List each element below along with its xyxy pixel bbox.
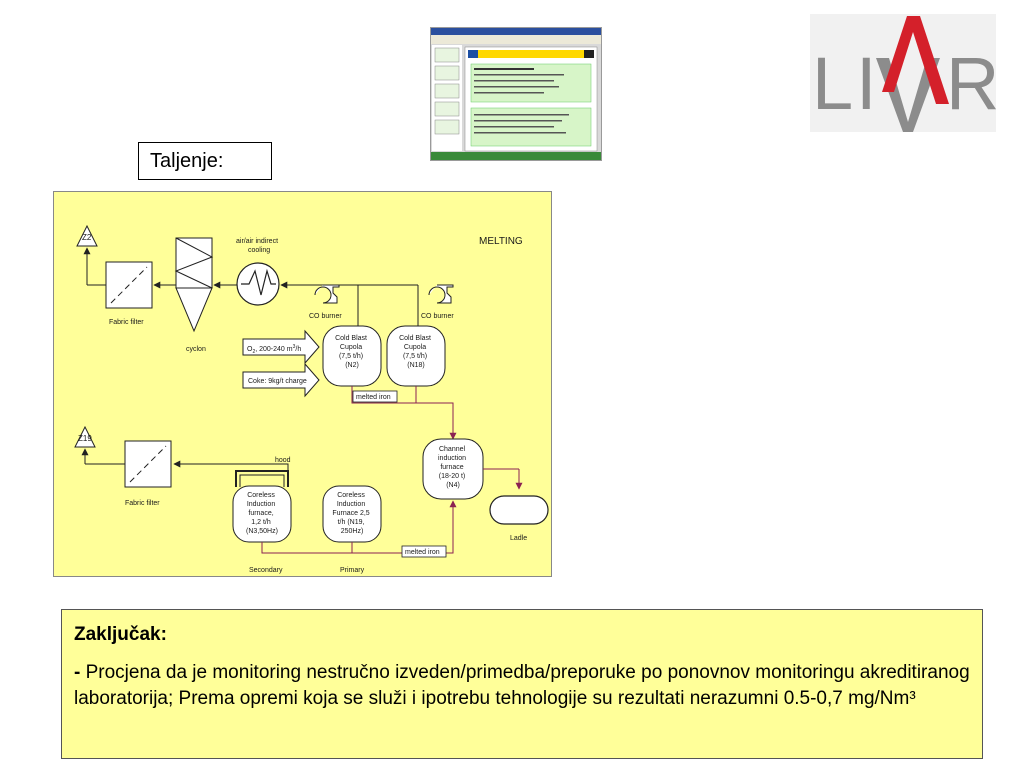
fabric-filter-bottom-label: Fabric filter: [125, 500, 160, 507]
livar-logo: L I R: [810, 14, 996, 132]
conclusion-title: Zaključak:: [74, 624, 167, 645]
conclusion-body: Procjena da je monitoring nestručno izve…: [74, 662, 970, 709]
oxygen-input-arrow: [242, 329, 320, 365]
powerpoint-screenshot-icon: [431, 28, 601, 160]
coreless-secondary-label: Coreless Induction furnace, 1,2 t/h (N3,…: [246, 492, 278, 535]
fabric-filter-top-label: Fabric filter: [109, 319, 144, 326]
cupola-n2-label: Cold Blast Cupola (7,5 t/h) (N2): [335, 335, 369, 369]
svg-text:I: I: [856, 42, 877, 125]
cyclon-icon: [175, 237, 213, 289]
melted-iron-top-label: melted iron: [356, 394, 391, 401]
co-burner-left-icon: [314, 284, 340, 304]
hood-icon: [235, 470, 289, 487]
ladle-label: Ladle: [510, 535, 527, 542]
svg-text:L: L: [812, 42, 853, 125]
channel-furnace-label: Channel induction furnace (18-20 t) (N4): [438, 446, 468, 489]
cooling-label-line1: air/air indirect: [236, 238, 278, 245]
cupola-n18-label: Cold Blast Cupola (7,5 t/h) (N18): [399, 335, 433, 369]
secondary-label: Secondary: [249, 567, 283, 574]
stack-z2-label: Z2: [82, 233, 92, 242]
diagram-title: MELTING: [479, 236, 523, 247]
primary-label: Primary: [340, 567, 365, 574]
co-burner-left-label: CO burner: [309, 313, 342, 320]
hood-label: hood: [275, 457, 291, 464]
cyclon-label: cyclon: [186, 346, 206, 353]
melting-process-diagram: MELTING Z2 Fabric filter cyclon air/air …: [53, 191, 552, 577]
co-burner-right-icon: [428, 284, 454, 304]
svg-text:R: R: [946, 42, 996, 125]
conclusion-box: Zaključak: - Procjena da je monitoring n…: [61, 609, 983, 759]
stack-z2-icon: [76, 224, 98, 247]
section-label: Taljenje:: [138, 142, 272, 180]
stack-z19-icon: [74, 425, 96, 448]
stack-z19-label: Z19: [78, 434, 92, 443]
conclusion-text: - Procjena da je monitoring nestručno iz…: [74, 660, 970, 712]
conclusion-dash: -: [74, 662, 86, 683]
coke-input-label: Coke: 9kg/t charge: [248, 378, 307, 385]
melted-iron-bottom-label: melted iron: [405, 549, 440, 556]
cooling-label-line2: cooling: [248, 247, 270, 254]
coke-input-arrow: [242, 362, 320, 398]
presentation-thumbnail: [430, 27, 602, 161]
coreless-primary-label: Coreless Induction Furnace 2,5 t/h (N19,…: [332, 492, 371, 535]
co-burner-right-label: CO burner: [421, 313, 454, 320]
ladle-icon: [489, 495, 549, 525]
livar-logo-icon: L I R: [810, 14, 996, 132]
oxygen-input-label: O2, 200-240 m3/h: [247, 344, 301, 355]
